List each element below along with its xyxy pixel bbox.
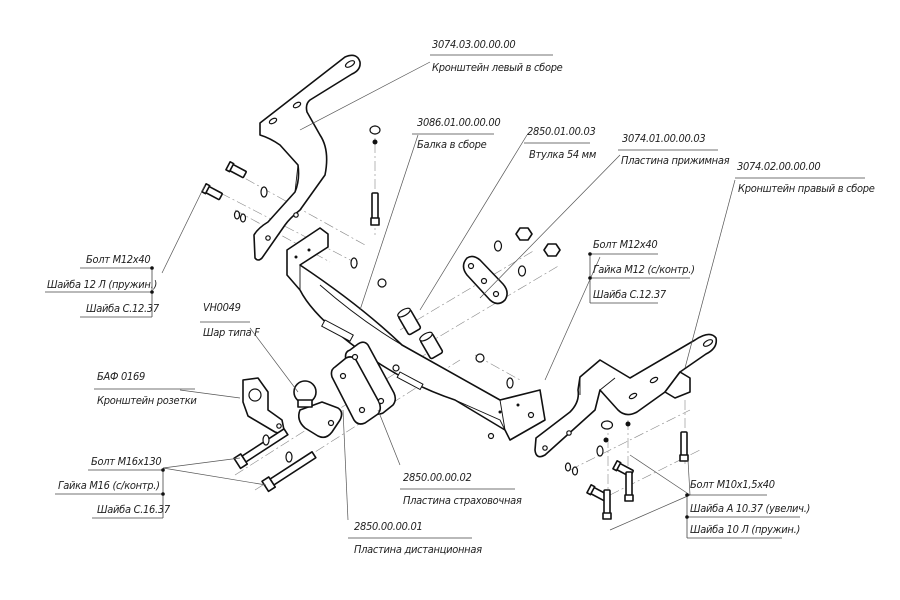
- callout-code: БАФ 0169: [97, 370, 145, 383]
- callout-name: Пластина дистанционная: [354, 543, 482, 556]
- callout-name: Шар типа F: [203, 326, 260, 339]
- callout-left-bracket: 3074.03.00.00.00 Кронштейн левый в сборе: [430, 38, 563, 74]
- fastener-label: Шайба А 10.37 (увелич.): [690, 502, 810, 515]
- tow-ball-part: [293, 380, 343, 439]
- callout-code: 3074.03.00.00.00: [432, 38, 515, 51]
- fastener-label: Болт М12х40: [86, 253, 150, 266]
- fastener-group-left-m12: Болт М12х40 Шайба 12 Л (пружин.) Шайба С…: [45, 253, 160, 318]
- callout-bushing: 2850.01.00.03 Втулка 54 мм: [524, 125, 597, 161]
- callout-socket-bracket: БАФ 0169 Кронштейн розетки: [94, 370, 198, 407]
- m16-bolts-washers: [233, 428, 317, 493]
- fastener-group-right-m12: Болт М12х40 Гайка М12 (с/контр.) Шайба С…: [588, 238, 695, 304]
- callout-clamp-plate: 3074.01.00.00.03 Пластина прижимная: [618, 132, 730, 167]
- callout-name: Кронштейн левый в сборе: [432, 61, 563, 74]
- left-bolts-washers: [201, 125, 387, 288]
- right-bracket-part: [534, 333, 718, 458]
- callout-spacer-plate: 2850.00.00.01 Пластина дистанционная: [348, 520, 482, 556]
- callout-code: 3074.01.00.00.03: [622, 132, 705, 145]
- fastener-group-m10: Болт М10х1,5х40 Шайба А 10.37 (увелич.) …: [685, 478, 810, 539]
- callout-tow-ball: VH0049 Шар типа F: [200, 301, 261, 339]
- callout-code: 2850.01.00.03: [527, 125, 595, 138]
- fastener-label: Шайба С.12.37: [593, 288, 667, 301]
- socket-bracket-part: [242, 377, 286, 436]
- callout-name: Пластина страховочная: [403, 494, 522, 507]
- callout-safety-plate: 2850.00.00.02 Пластина страховочная: [400, 471, 522, 507]
- callout-name: Кронштейн правый в сборе: [738, 182, 875, 195]
- callout-code: VH0049: [203, 301, 241, 314]
- callout-name: Кронштейн розетки: [97, 394, 197, 407]
- beam-part: [286, 227, 546, 441]
- callout-code: 2850.00.00.02: [403, 471, 471, 484]
- fastener-label: Гайка М16 (с/контр.): [58, 479, 160, 492]
- fastener-label: Болт М12х40: [593, 238, 657, 251]
- leader-lines: [161, 61, 736, 531]
- fastener-label: Болт М10х1,5х40: [690, 478, 775, 491]
- spacer-safety-plates: [330, 341, 397, 425]
- fastener-label: Шайба С.12.37: [86, 302, 160, 315]
- fastener-label: Болт М16х130: [91, 455, 161, 468]
- callout-name: Балка в сборе: [417, 138, 487, 151]
- fastener-label: Шайба С.16.37: [97, 503, 171, 516]
- callout-code: 3086.01.00.00.00: [417, 116, 500, 129]
- clamp-plate-part: [462, 227, 561, 305]
- right-bolts-washers: [564, 420, 689, 520]
- center-axis-lines: [204, 125, 701, 510]
- fastener-label: Гайка М12 (с/контр.): [593, 263, 695, 276]
- fastener-group-m16: Болт М16х130 Гайка М16 (с/контр.) Шайба …: [55, 455, 171, 519]
- callout-code: 3074.02.00.00.00: [737, 160, 820, 173]
- fastener-label: Шайба 10 Л (пружин.): [690, 523, 800, 536]
- callout-code: 2850.00.00.01: [354, 520, 422, 533]
- callout-right-bracket: 3074.02.00.00.00 Кронштейн правый в сбор…: [735, 160, 875, 195]
- callout-beam: 3086.01.00.00.00 Балка в сборе: [412, 116, 501, 151]
- left-bracket-part: [253, 54, 361, 261]
- callout-name: Втулка 54 мм: [529, 148, 597, 161]
- callout-name: Пластина прижимная: [621, 154, 730, 167]
- fastener-label: Шайба 12 Л (пружин.): [47, 278, 157, 291]
